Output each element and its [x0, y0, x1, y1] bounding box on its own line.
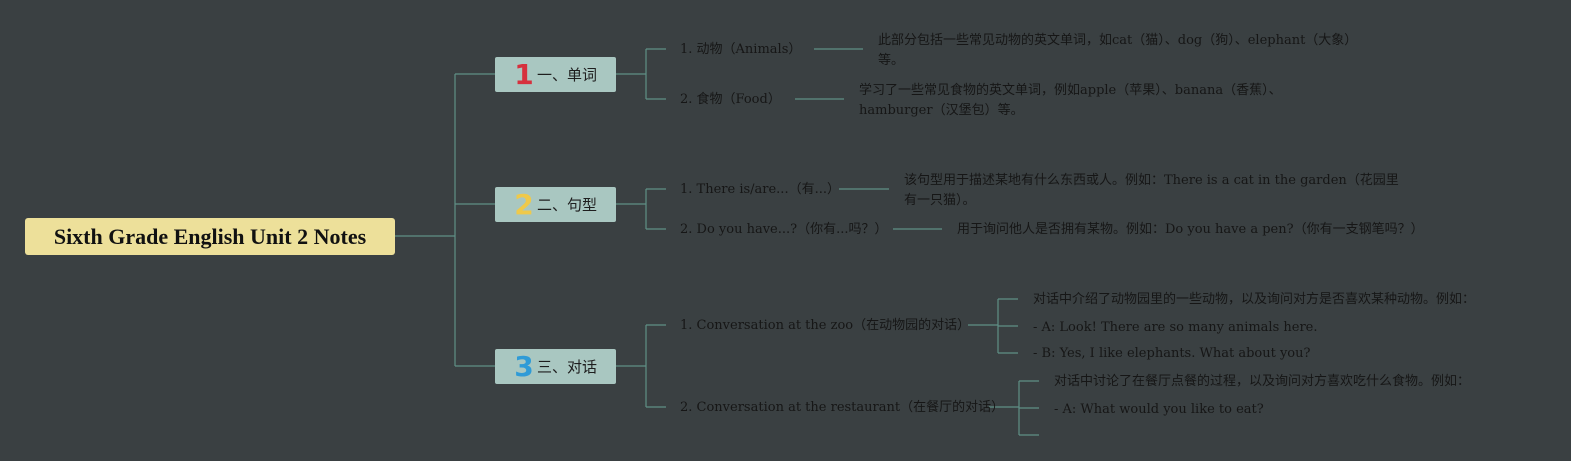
root-title: Sixth Grade English Unit 2 Notes [53, 223, 367, 249]
connector-b3-t2 [989, 380, 1039, 436]
detail-restaurant-line-a[interactable]: - A: What would you like to eat? [1054, 402, 1264, 417]
connector-b1-spine [616, 48, 666, 100]
detail-there-is-are[interactable]: 该句型用于描述某地有什么东西或人。例如：There is a cat in th… [904, 173, 1399, 208]
topic-animals[interactable]: 1. 动物（Animals） [680, 42, 802, 57]
connector-b2-spine [616, 188, 666, 230]
number-two-icon: 2 [514, 187, 534, 221]
number-three-icon: 3 [514, 349, 534, 383]
topic-restaurant-conversation[interactable]: 2. Conversation at the restaurant（在餐厅的对话… [680, 400, 1005, 415]
root-node[interactable]: Sixth Grade English Unit 2 Notes [25, 218, 395, 255]
branch-node-dialogues[interactable]: 3 三、对话 [495, 349, 616, 384]
topic-there-is-are[interactable]: 1. There is/are...（有...） [680, 182, 840, 197]
detail-food[interactable]: 学习了一些常见食物的英文单词，例如apple（苹果）、banana（香蕉）、ha… [859, 83, 1282, 118]
detail-animals[interactable]: 此部分包括一些常见动物的英文单词，如cat（猫）、dog（狗）、elephant… [878, 33, 1358, 68]
topic-zoo-conversation[interactable]: 1. Conversation at the zoo（在动物园的对话） [680, 318, 971, 333]
detail-zoo-line-b[interactable]: - B: Yes, I like elephants. What about y… [1033, 346, 1311, 361]
branch-node-sentence-patterns[interactable]: 2 二、句型 [495, 187, 616, 222]
detail-do-you-have[interactable]: 用于询问他人是否拥有某物。例如：Do you have a pen?（你有一支钢… [957, 222, 1424, 237]
topic-food[interactable]: 2. 食物（Food） [680, 92, 781, 107]
branch-node-vocabulary[interactable]: 1 一、单词 [495, 57, 616, 92]
detail-zoo-line-a[interactable]: - A: Look! There are so many animals her… [1033, 320, 1318, 335]
topic-do-you-have[interactable]: 2. Do you have...?（你有...吗？） [680, 222, 888, 237]
detail-zoo-intro[interactable]: 对话中介绍了动物园里的一些动物，以及询问对方是否喜欢某种动物。例如： [1033, 292, 1476, 307]
number-one-icon: 1 [514, 57, 534, 91]
connector-b3-spine [616, 324, 666, 408]
detail-restaurant-intro[interactable]: 对话中讨论了在餐厅点餐的过程，以及询问对方喜欢吃什么食物。例如： [1054, 374, 1471, 389]
connector-b3-t1 [968, 298, 1018, 354]
branch-label: 三、对话 [537, 358, 598, 376]
branch-label: 一、单词 [537, 66, 598, 84]
branch-label: 二、句型 [537, 196, 598, 214]
